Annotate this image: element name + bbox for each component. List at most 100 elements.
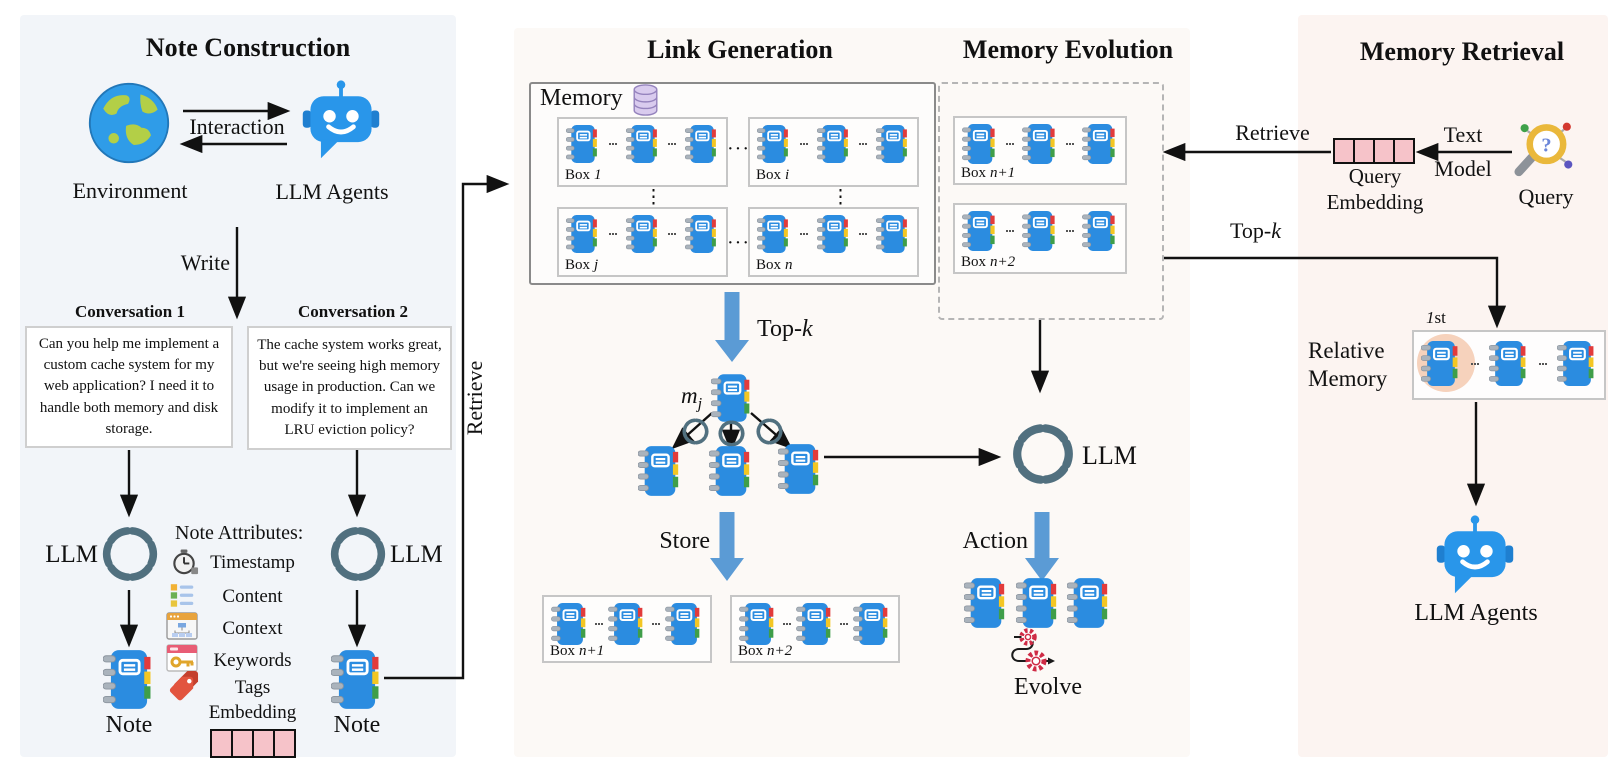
note-link-dots (799, 233, 808, 235)
query-embedding-vector (1333, 138, 1415, 164)
embedding-cell (1333, 138, 1355, 164)
note-icon-linked (709, 446, 753, 496)
note-link-dots (651, 623, 660, 625)
conversation-2-box: The cache system works great, but we're … (247, 326, 452, 450)
openai-link-icon (682, 418, 709, 445)
first-rank-label: 1st (1426, 308, 1446, 327)
store-label: Store (659, 528, 710, 554)
note-icon (1082, 124, 1118, 164)
attr-tags: Tags (234, 677, 271, 698)
note-icon-evolved (964, 578, 1008, 628)
note-link-dots (668, 233, 677, 235)
note-link-dots (1471, 362, 1479, 365)
environment-label: Environment (72, 178, 188, 203)
evolve-label: Evolve (1014, 674, 1082, 700)
llm-agents-label-retrieval: LLM Agents (1414, 600, 1538, 626)
llm-agents-label: LLM Agents (275, 179, 389, 204)
note-link-dots (608, 233, 617, 235)
tags-icon (168, 670, 199, 701)
evolution-memory-container (938, 82, 1164, 320)
topk-label-middle: Top-k (757, 316, 813, 342)
conversation-1-title: Conversation 1 (74, 302, 186, 321)
topk-label-right: Top-k (1230, 218, 1281, 243)
ellipsis-vertical: ⋮ (831, 187, 850, 208)
relative-memory-label-line1: Relative (1308, 338, 1385, 363)
evolve-gears-icon (1006, 626, 1060, 676)
note-icon-retrieved-1st (1421, 341, 1461, 386)
llm-label-2: LLM (390, 541, 443, 568)
note-icon (1022, 124, 1058, 164)
note-icon (566, 125, 600, 163)
note-icon-linked (638, 446, 682, 496)
note-icon (551, 603, 589, 645)
text-model-label-line1: Text (1443, 122, 1483, 147)
keywords-icon (166, 644, 198, 672)
note-icon-retrieved (1557, 341, 1597, 386)
memory-retrieval-title: Memory Retrieval (1359, 37, 1565, 66)
note-icon-2 (331, 650, 383, 709)
note-link-dots (668, 143, 677, 145)
svg-text:?: ? (1541, 134, 1551, 156)
text-model-label-line2: Model (1434, 156, 1492, 181)
mj-label: mj (681, 383, 703, 413)
conversation-2-title: Conversation 2 (297, 302, 409, 321)
ellipsis-vertical: ⋮ (644, 187, 663, 208)
memory-label: Memory (540, 85, 623, 111)
conversation-2-text: The cache system works great, but we're … (257, 336, 442, 438)
note-link-dots (608, 143, 617, 145)
note-icon-linked (778, 444, 822, 494)
note-icon (625, 125, 660, 163)
note-icon (876, 215, 910, 253)
database-icon (632, 84, 659, 116)
note-icon (796, 603, 834, 645)
note-icon (685, 125, 719, 163)
attr-timestamp: Timestamp (210, 552, 295, 573)
timestamp-icon (170, 548, 199, 577)
note-link-dots (782, 623, 791, 625)
note-icon (685, 215, 719, 253)
note-icon (876, 125, 910, 163)
conversation-1-text: Can you help me implement a custom cache… (38, 335, 220, 437)
note-icon (816, 125, 851, 163)
interaction-label: Interaction (189, 114, 285, 139)
embedding-cell (273, 729, 296, 758)
note-link-dots (1066, 143, 1074, 145)
note-link-dots (799, 143, 808, 145)
retrieve-label: Retrieve (1235, 120, 1310, 145)
attr-content: Content (222, 586, 283, 607)
openai-link-icon (718, 420, 745, 447)
content-icon (169, 582, 196, 608)
note-icon (853, 603, 891, 645)
conversation-1-box: Can you help me implement a custom cache… (25, 326, 233, 448)
context-icon (166, 612, 198, 640)
llm-agents-robot-icon-retrieval (1432, 513, 1518, 601)
note-icon-1 (103, 650, 155, 709)
embedding-cell (210, 729, 233, 758)
note-embedding-vector (210, 729, 296, 758)
embedding-cell (1373, 138, 1395, 164)
note-icon-evolved (1016, 578, 1060, 628)
memory-evolution-title: Memory Evolution (962, 35, 1174, 64)
embedding-cell (231, 729, 254, 758)
attr-context: Context (222, 618, 283, 639)
note-link-dots (1539, 362, 1547, 365)
note-icon (1022, 211, 1058, 251)
note-icon (1082, 211, 1118, 251)
llm-label-evolution: LLM (1082, 441, 1137, 470)
note-link-dots (594, 623, 603, 625)
link-generation-title: Link Generation (647, 35, 833, 64)
